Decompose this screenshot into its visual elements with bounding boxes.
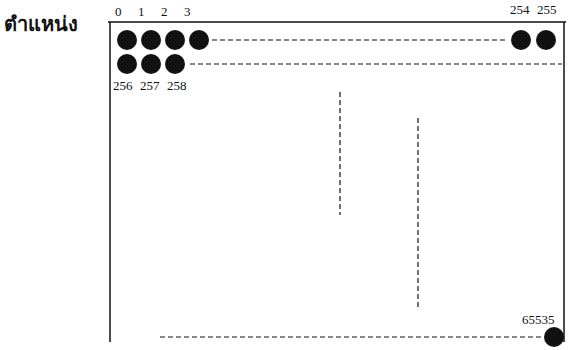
position-number: 2 (161, 5, 168, 18)
position-number: 255 (537, 3, 557, 16)
position-number: 1 (138, 5, 145, 18)
position-number: 3 (184, 5, 191, 18)
caption-label: ตำแหน่ง (4, 14, 78, 34)
position-number: 257 (140, 79, 160, 92)
position-number: 254 (510, 3, 530, 16)
position-number: 0 (115, 5, 122, 18)
position-number: 258 (167, 79, 187, 92)
position-number: 256 (113, 79, 133, 92)
position-number: 65535 (522, 313, 555, 326)
